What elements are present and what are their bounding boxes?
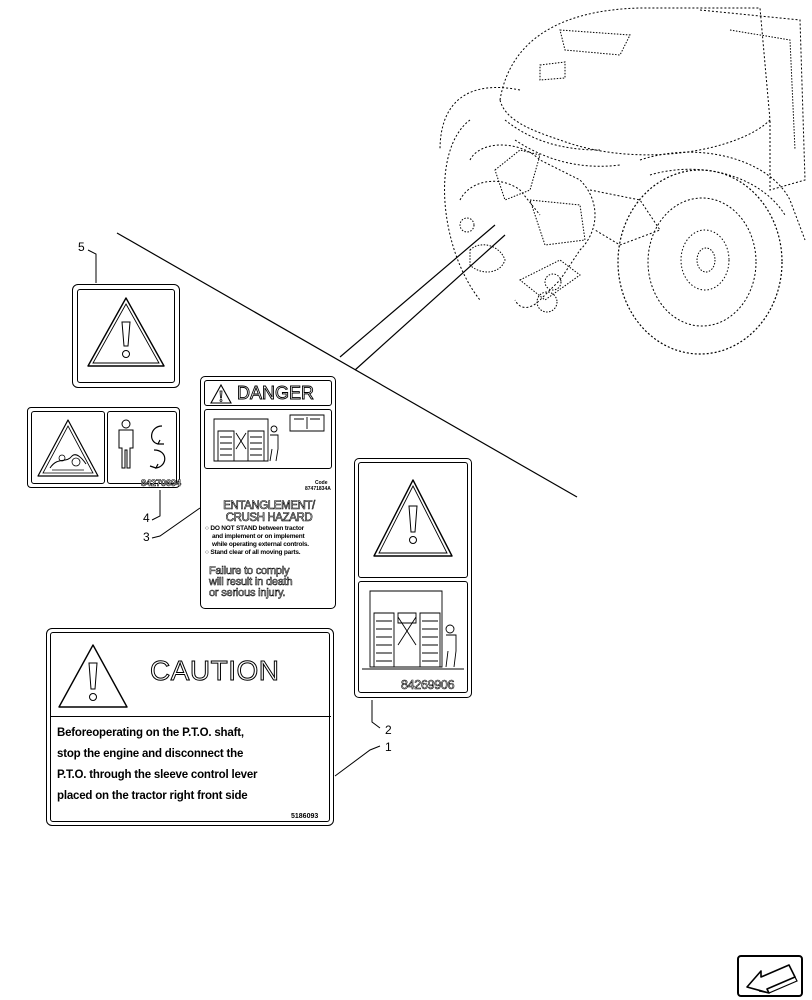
rotation-arrows-icon	[149, 425, 166, 469]
callout-number-1: 1	[385, 740, 392, 754]
previous-page-arrow-icon	[746, 964, 798, 994]
safety-label-4: 84270694	[27, 407, 182, 489]
caution-text: Beforeoperating on the P.T.O. shaft, sto…	[57, 723, 327, 807]
leader-line-b	[354, 234, 506, 371]
label-4-code: 84270694	[141, 478, 182, 489]
callout-number-5: 5	[78, 240, 85, 254]
danger-bullets: ○ DO NOT STAND between tractor and imple…	[205, 525, 335, 557]
safety-label-2: 84269906	[354, 458, 472, 698]
caution-line-4: placed on the tractor right front side	[57, 790, 248, 802]
person-icon	[118, 419, 134, 469]
danger-bullet-1c: while operating external controls.	[212, 541, 309, 548]
callout-number-4: 4	[143, 511, 150, 525]
callout-number-3: 3	[143, 530, 150, 544]
warning-triangle-icon	[210, 383, 232, 404]
leader-line-a	[339, 224, 496, 358]
danger-title: ENTANGLEMENT/ CRUSH HAZARD	[205, 500, 333, 525]
danger-bullet-1a: ○ DO NOT STAND between tractor	[205, 525, 304, 532]
entanglement-hazard-icon	[37, 419, 99, 477]
warning-triangle-icon	[373, 479, 453, 557]
tractor-hood	[499, 7, 771, 156]
rear-wheel	[617, 169, 783, 355]
caution-line-2: stop the engine and disconnect the	[57, 748, 244, 760]
danger-bullet-1b: and implement or on implement	[212, 533, 305, 540]
danger-bullet-2: ○ Stand clear of all moving parts.	[205, 549, 301, 556]
warning-triangle-icon	[58, 644, 128, 708]
previous-page-button[interactable]	[737, 955, 803, 997]
tractor-hazard-pictogram	[362, 590, 464, 670]
danger-header: DANGER	[237, 383, 315, 404]
caution-heading: CAUTION	[150, 655, 280, 687]
label-2-code: 84269906	[401, 678, 455, 693]
front-hitch	[469, 144, 596, 308]
danger-code-number: 87471834A	[305, 486, 331, 492]
danger-code-label: Code	[315, 480, 328, 486]
safety-label-1: CAUTION Beforeoperating on the P.T.O. sh…	[46, 628, 334, 826]
caution-line-1: Beforeoperating on the P.T.O. shaft,	[57, 727, 244, 739]
label-1-code: 5186093	[291, 813, 319, 820]
danger-failure: Failure to comply will result in death o…	[209, 565, 293, 599]
callout-number-2: 2	[385, 723, 392, 737]
safety-label-3: DANGER Code 87471834A ENTANGLEMENT/ CRUS…	[200, 376, 336, 609]
safety-label-5	[72, 284, 180, 388]
danger-title-line-1: ENTANGLEMENT/	[223, 500, 316, 513]
danger-title-line-2: CRUSH HAZARD	[225, 512, 313, 525]
tractor-hazard-pictogram	[213, 414, 325, 462]
warning-triangle-icon	[87, 297, 165, 367]
caution-line-3: P.T.O. through the sleeve control lever	[57, 769, 258, 781]
leader-line-main	[116, 232, 578, 498]
